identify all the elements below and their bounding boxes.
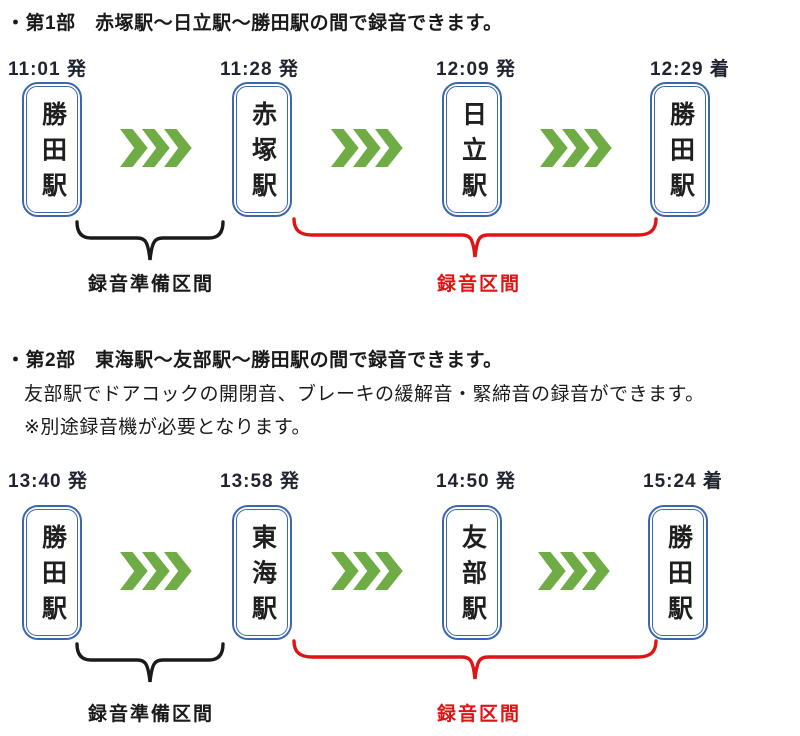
section2-title: ・第2部 東海駅～友部駅～勝田駅の間で録音できます。 — [6, 350, 503, 371]
forward-chevrons-icon — [117, 550, 195, 592]
section1-time-2: 12:09 発 — [436, 59, 516, 80]
recording-section-label: 録音区間 — [437, 704, 522, 725]
recording-section-brace — [292, 639, 658, 680]
station-box: 友部駅 — [442, 505, 502, 640]
station-box: 勝田駅 — [22, 505, 82, 640]
station-name: 勝田駅 — [664, 523, 693, 631]
section2-time-2: 14:50 発 — [436, 471, 516, 492]
forward-chevrons-icon — [537, 127, 615, 169]
station-name: 日立駅 — [458, 100, 487, 208]
section1-time-1: 11:28 発 — [220, 59, 299, 80]
station-name: 勝田駅 — [666, 100, 695, 208]
station-box: 勝田駅 — [650, 82, 710, 217]
station-box: 日立駅 — [442, 82, 502, 217]
section2-note-0: 友部駅でドアコックの開閉音、ブレーキの緩解音・緊締音の録音ができます。 — [24, 384, 705, 405]
forward-chevrons-icon — [535, 550, 613, 592]
prep-section-label: 録音準備区間 — [88, 274, 215, 295]
prep-section-brace — [75, 220, 225, 261]
prep-section-label: 録音準備区間 — [88, 704, 215, 725]
station-box: 勝田駅 — [22, 82, 82, 217]
forward-chevrons-icon — [117, 127, 195, 169]
station-name: 赤塚駅 — [248, 100, 277, 208]
section2-time-0: 13:40 発 — [8, 471, 88, 492]
station-box: 赤塚駅 — [232, 82, 292, 217]
section2-time-3: 15:24 着 — [643, 471, 723, 492]
section2-time-1: 13:58 発 — [220, 471, 300, 492]
station-box: 東海駅 — [232, 505, 292, 640]
prep-section-brace — [75, 642, 225, 683]
recording-section-brace — [292, 217, 658, 258]
station-box: 勝田駅 — [648, 505, 708, 640]
forward-chevrons-icon — [328, 127, 406, 169]
section1-time-0: 11:01 発 — [8, 59, 87, 80]
section1-time-3: 12:29 着 — [650, 59, 730, 80]
section2-note-1: ※別途録音機が必要となります。 — [24, 417, 311, 438]
forward-chevrons-icon — [328, 550, 406, 592]
section1-title: ・第1部 赤塚駅～日立駅～勝田駅の間で録音できます。 — [6, 13, 503, 34]
station-name: 東海駅 — [248, 523, 277, 631]
station-name: 勝田駅 — [38, 523, 67, 631]
station-name: 友部駅 — [458, 523, 487, 631]
recording-section-label: 録音区間 — [437, 274, 522, 295]
station-name: 勝田駅 — [38, 100, 67, 208]
